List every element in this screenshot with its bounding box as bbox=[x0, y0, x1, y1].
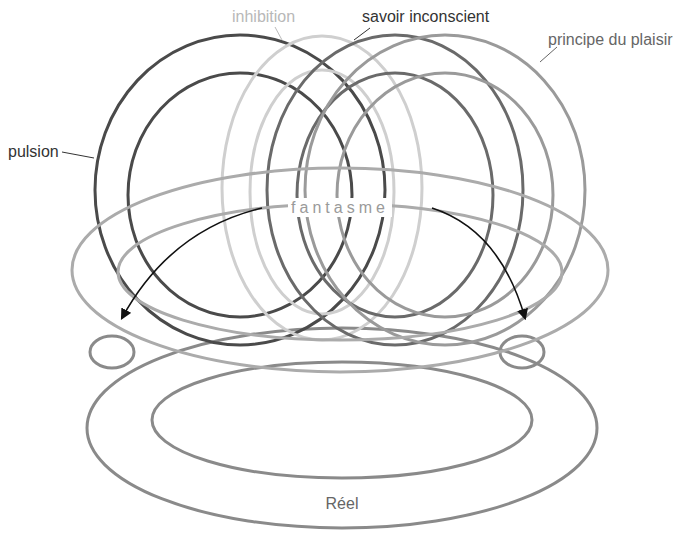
ring-label: principe du plaisir bbox=[548, 30, 673, 49]
ring-label: pulsion bbox=[8, 142, 59, 161]
ring-label: inhibition bbox=[232, 7, 295, 26]
ring-label: fantasme bbox=[288, 198, 392, 217]
ring-label: savoir inconscient bbox=[362, 7, 489, 26]
ring-label: Réel bbox=[323, 494, 362, 513]
